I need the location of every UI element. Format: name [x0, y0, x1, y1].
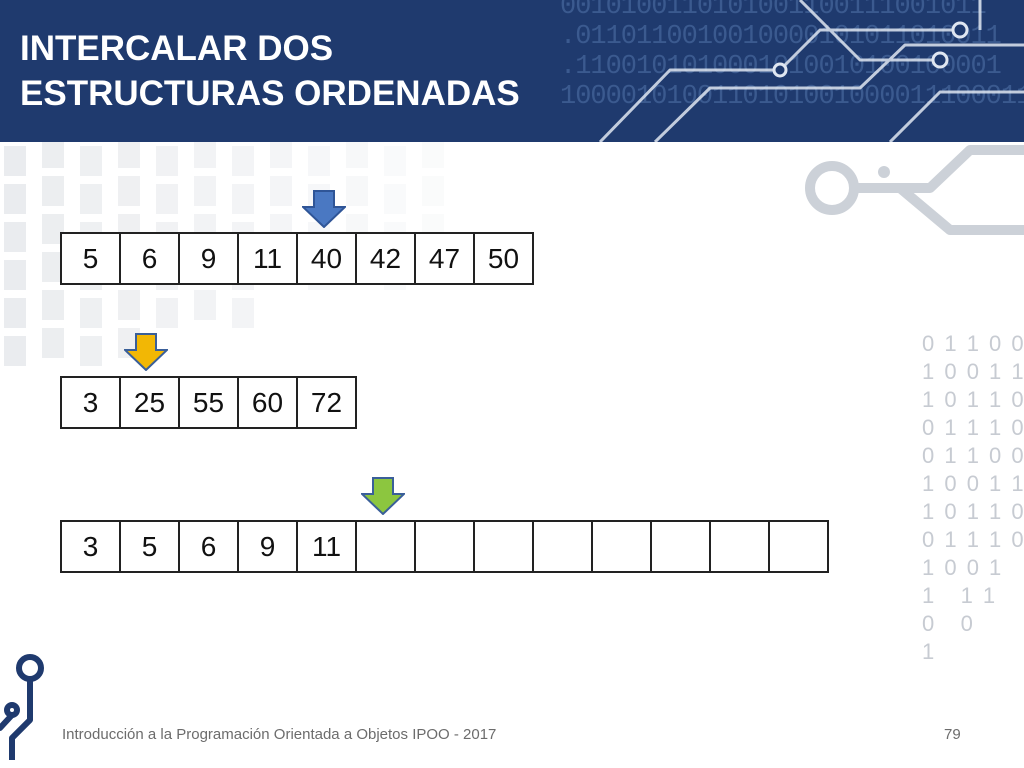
array-cell: 25	[121, 378, 180, 429]
array-cell	[770, 522, 829, 573]
array-cell: 3	[62, 378, 121, 429]
slide-header: 0010100110101001100111001011 .0110110010…	[0, 0, 1024, 142]
array-cell	[534, 522, 593, 573]
array-cell: 11	[298, 522, 357, 573]
slide-title-line: INTERCALAR DOS	[20, 29, 334, 68]
arrow-down-icon	[124, 333, 168, 371]
array-cell: 40	[298, 234, 357, 285]
array-cell: 72	[298, 378, 357, 429]
merged-array: 3 5 6 9 11	[60, 520, 829, 573]
slide-title: INTERCALAR DOS ESTRUCTURAS ORDENADAS	[20, 26, 520, 116]
circuit-lines-icon	[598, 0, 1024, 142]
page-number: 79	[944, 726, 961, 743]
array-cell: 47	[416, 234, 475, 285]
circuit-decoration-icon	[805, 145, 1024, 235]
grid-pattern-decoration	[4, 142, 444, 366]
array-cell: 42	[357, 234, 416, 285]
header-binary-line: 0010100110101001100111001011	[560, 0, 987, 22]
sorted-array-2: 3 25 55 60 72	[60, 376, 357, 429]
array-cell	[593, 522, 652, 573]
arrow-down-icon	[361, 477, 405, 515]
array-cell: 50	[475, 234, 534, 285]
array-cell: 55	[180, 378, 239, 429]
array-cell: 3	[62, 522, 121, 573]
array-cell	[416, 522, 475, 573]
array-cell: 6	[180, 522, 239, 573]
array-cell	[357, 522, 416, 573]
circuit-corner-icon	[0, 654, 44, 760]
array-cell	[475, 522, 534, 573]
array-cell: 5	[121, 522, 180, 573]
array-cell: 9	[239, 522, 298, 573]
binary-decoration: 0 1 1 0 0 1 0 0 1 1 1 0 1 1 0 0 1 1 1 0 …	[922, 331, 1024, 664]
array-cell: 5	[62, 234, 121, 285]
array-cell: 60	[239, 378, 298, 429]
arrow-down-icon	[302, 190, 346, 228]
array-cell: 9	[180, 234, 239, 285]
array-cell: 6	[121, 234, 180, 285]
sorted-array-1: 5 6 9 11 40 42 47 50	[60, 232, 534, 285]
array-cell	[711, 522, 770, 573]
footer-text: Introducción a la Programación Orientada…	[62, 726, 497, 743]
array-cell: 11	[239, 234, 298, 285]
header-binary-line: .0110110010010000101011010011	[560, 22, 1002, 52]
array-cell	[652, 522, 711, 573]
slide-title-line: ESTRUCTURAS ORDENADAS	[20, 74, 520, 113]
